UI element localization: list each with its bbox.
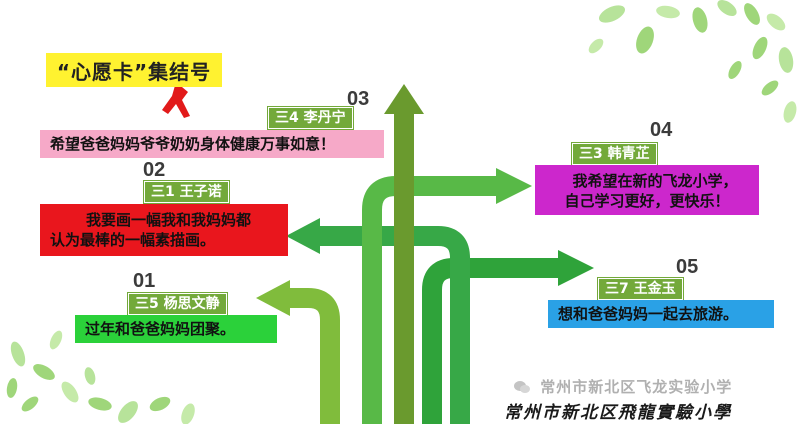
- wish-line: 我要画一幅我和我妈妈都: [86, 211, 252, 229]
- wish-line: 认为最棒的一幅素描画。: [50, 231, 216, 249]
- leaf-cluster-bottom-left: [6, 330, 195, 424]
- wish-card: 我希望在新的飞龙小学， 自己学习更好，更快乐！: [535, 165, 759, 215]
- entry-number: 04: [650, 119, 673, 141]
- student-tag: 三7 王金玉: [598, 278, 683, 300]
- title-banner: “心愿卡”集结号: [46, 53, 222, 87]
- entry-number: 03: [347, 88, 370, 110]
- wechat-icon: [514, 381, 530, 393]
- arrow-to-02: [286, 218, 470, 424]
- student-tag: 三5 杨思文静: [128, 293, 227, 315]
- student-tag: 三3 韩青芷: [572, 143, 657, 165]
- arrow-to-03: [384, 84, 424, 424]
- wish-line: 我希望在新的飞龙小学，: [572, 172, 738, 190]
- wish-card: 过年和爸爸妈妈团聚。: [75, 315, 277, 343]
- watermark: 常州市新北区飞龙实验小学: [514, 376, 732, 397]
- school-signature: 常州市新北区飛龍實驗小學: [504, 403, 732, 423]
- wish-card: 希望爸爸妈妈爷爷奶奶身体健康万事如意！: [40, 130, 384, 158]
- red-scarf-icon: [162, 82, 190, 118]
- entry-number: 05: [676, 256, 699, 278]
- entry-number: 01: [133, 270, 156, 292]
- arrow-to-01: [256, 280, 340, 424]
- entry-number: 02: [143, 159, 166, 181]
- watermark-text: 常州市新北区飞龙实验小学: [540, 378, 733, 396]
- student-tag: 三4 李丹宁: [268, 107, 353, 129]
- wish-line: 自己学习更好，更快乐！: [564, 192, 730, 210]
- student-tag: 三1 王子诺: [144, 181, 229, 203]
- wish-card: 我要画一幅我和我妈妈都 认为最棒的一幅素描画。: [40, 204, 288, 256]
- page-title: “心愿卡”集结号: [56, 59, 212, 84]
- wish-card: 想和爸爸妈妈一起去旅游。: [548, 300, 774, 328]
- leaf-cluster-top-right: [588, 0, 797, 123]
